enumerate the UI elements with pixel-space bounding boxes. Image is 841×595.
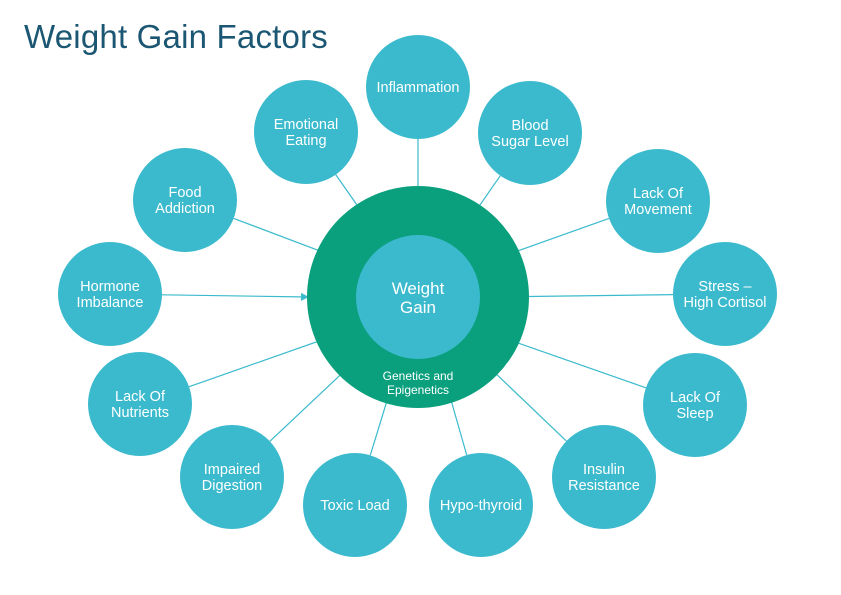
- factor-label-line: Lack Of: [633, 186, 684, 202]
- factor-label-inflammation: Inflammation: [376, 80, 459, 96]
- factor-label-toxic-load: Toxic Load: [320, 498, 389, 514]
- factor-circle-impaired-digestion: [180, 425, 284, 529]
- factor-label-line: Nutrients: [111, 405, 169, 421]
- factor-label-stress-high-cortisol: Stress –High Cortisol: [684, 279, 767, 311]
- factor-label-line: Toxic Load: [320, 498, 389, 514]
- factor-circle-emotional-eating: [254, 80, 358, 184]
- genetics-epigenetics-label-line: Genetics and: [383, 369, 454, 383]
- factor-label-line: Lack Of: [115, 389, 166, 405]
- factor-label-line: Resistance: [568, 478, 640, 494]
- page-title: Weight Gain Factors: [24, 18, 328, 55]
- factor-label-line: Hormone: [80, 279, 140, 295]
- factor-label-line: Insulin: [583, 462, 625, 478]
- factor-label-line: Digestion: [202, 478, 262, 494]
- factor-circle-lack-of-sleep: [643, 353, 747, 457]
- factor-circle-insulin-resistance: [552, 425, 656, 529]
- genetics-epigenetics-label-line: Epigenetics: [387, 383, 449, 397]
- factor-node-stress-high-cortisol: Stress –High Cortisol: [673, 242, 777, 346]
- factor-label-line: High Cortisol: [684, 295, 767, 311]
- factor-node-toxic-load: Toxic Load: [303, 453, 407, 557]
- factor-circle-toxic-load: [303, 453, 407, 557]
- weight-gain-label-line: Gain: [400, 298, 436, 317]
- factor-label-line: Stress –: [698, 279, 752, 295]
- factor-label-line: Addiction: [155, 201, 215, 217]
- factor-label-line: Imbalance: [77, 295, 144, 311]
- connector-hormone-imbalance: [161, 292, 309, 301]
- factor-label-line: Food: [168, 185, 201, 201]
- factor-circle-blood-sugar-level: [478, 81, 582, 185]
- factor-circle-lack-of-nutrients: [88, 352, 192, 456]
- factor-label-line: Hypo-thyroid: [440, 498, 522, 514]
- factor-label-line: Emotional: [274, 117, 338, 133]
- factor-circle-inflammation: [366, 35, 470, 139]
- factor-label-line: Eating: [285, 133, 326, 149]
- factor-node-hypo-thyroid: Hypo-thyroid: [429, 453, 533, 557]
- factor-circle-lack-of-movement: [606, 149, 710, 253]
- factor-label-line: Sleep: [676, 406, 713, 422]
- factor-label-hypo-thyroid: Hypo-thyroid: [440, 498, 522, 514]
- factor-label-line: Sugar Level: [491, 134, 568, 150]
- factor-label-line: Impaired: [204, 462, 260, 478]
- factor-label-line: Movement: [624, 202, 692, 218]
- factor-circle-hormone-imbalance: [58, 242, 162, 346]
- factor-label-line: Blood: [511, 118, 548, 134]
- factor-label-line: Inflammation: [376, 80, 459, 96]
- weight-gain-circle: [356, 235, 480, 359]
- factor-label-line: Lack Of: [670, 390, 721, 406]
- factor-circle-hypo-thyroid: [429, 453, 533, 557]
- weight-gain-label-line: Weight: [392, 279, 445, 298]
- factor-circle-food-addiction: [133, 148, 237, 252]
- factor-node-inflammation: Inflammation: [366, 35, 470, 139]
- factor-circle-stress-high-cortisol: [673, 242, 777, 346]
